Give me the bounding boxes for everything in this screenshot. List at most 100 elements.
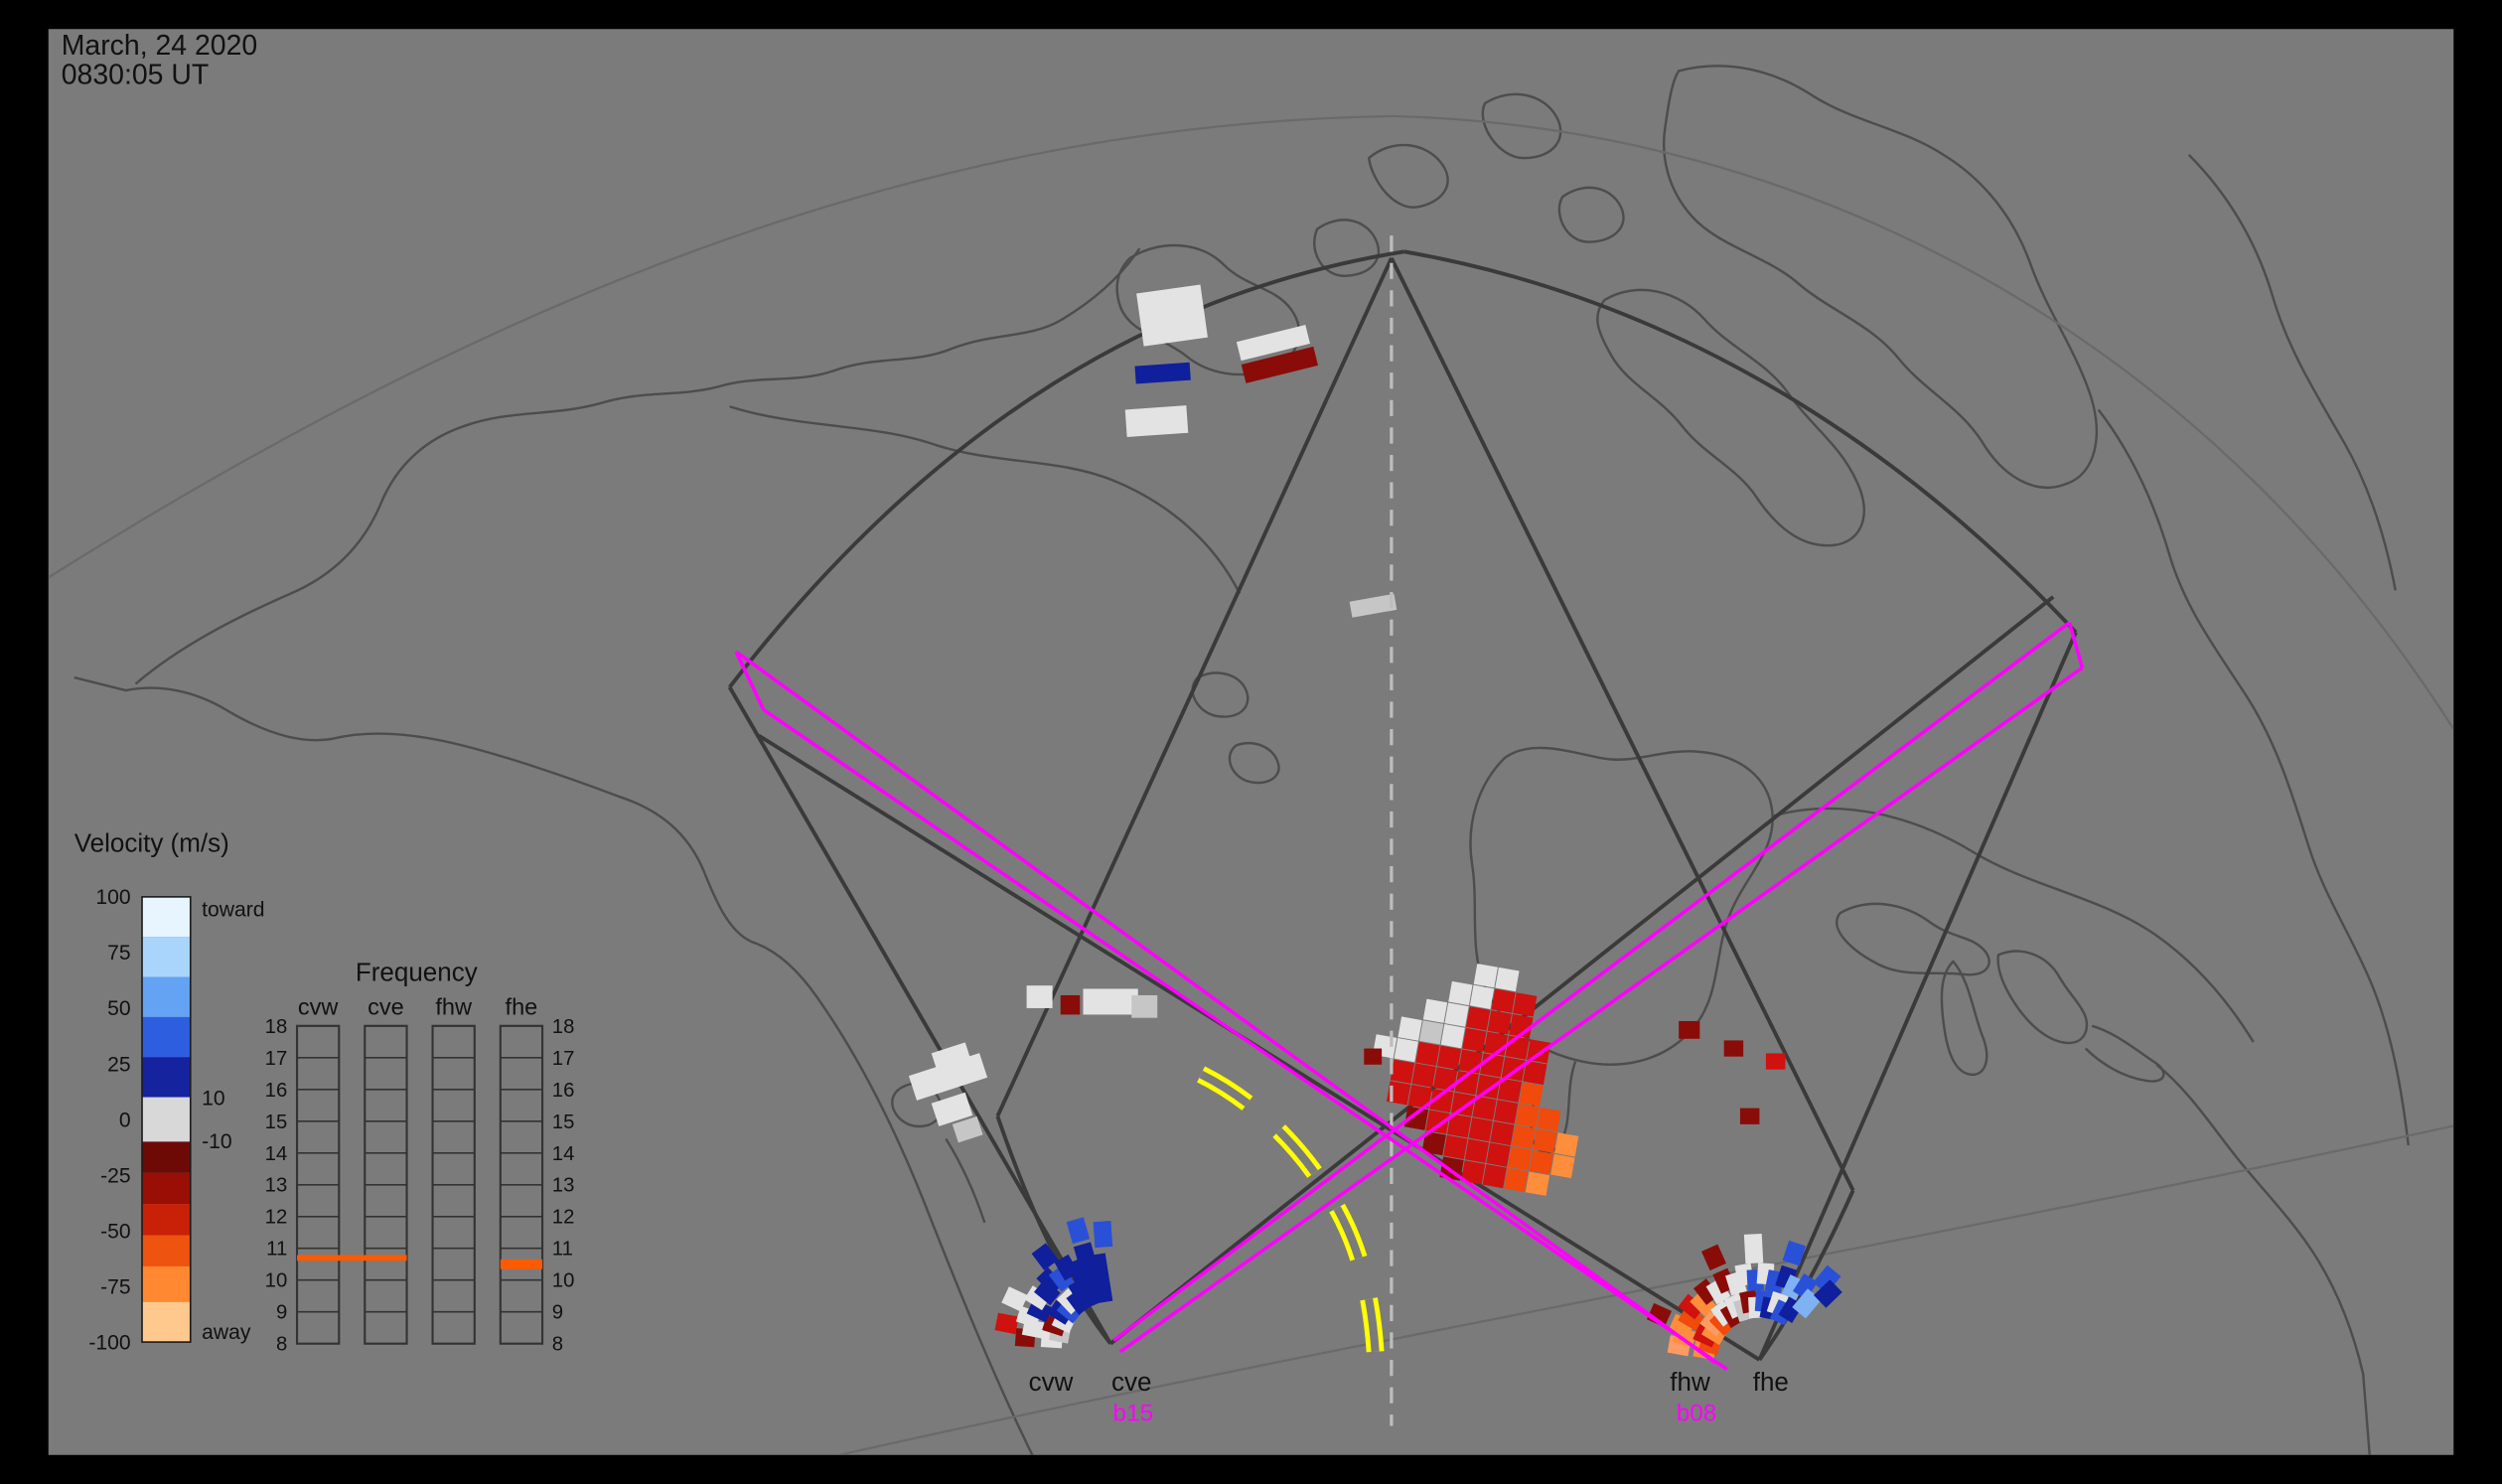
velocity-cell — [1415, 1041, 1440, 1067]
hudson-bay-path — [1469, 746, 1774, 1066]
velocity-cell — [1491, 988, 1516, 1013]
velocity-cell — [1464, 1138, 1490, 1163]
velocity-patch — [908, 1053, 988, 1101]
velocity-cell — [1550, 1153, 1575, 1179]
coastline-path — [74, 675, 1034, 1455]
velocity-patch — [1739, 1108, 1760, 1124]
frequency-panel-title: Frequency — [356, 957, 478, 986]
coastline-path — [2187, 154, 2397, 591]
frequency-scale-label-right: 14 — [552, 1143, 575, 1165]
frequency-column-box — [499, 1024, 544, 1345]
fan-fhw-fhe — [1646, 1233, 1842, 1361]
frequency-scale-label-right: 17 — [552, 1048, 575, 1070]
velocity-cell — [1394, 1038, 1418, 1063]
frequency-mark — [297, 1255, 407, 1261]
frequency-scale-label-left: 11 — [266, 1239, 287, 1261]
boundary-arc-inner — [1199, 1070, 1380, 1353]
coastline-path — [729, 405, 1242, 595]
colorbar-segment — [142, 1057, 191, 1098]
fan-cell — [1793, 1273, 1818, 1300]
velocity-cell — [1469, 984, 1495, 1009]
fan-cell — [1705, 1277, 1731, 1305]
frequency-scale-label-left: 10 — [265, 1270, 288, 1292]
great-lakes-path — [1836, 902, 1990, 976]
convection-boundary — [1197, 1066, 1385, 1353]
frequency-scale-label-right: 18 — [552, 1016, 575, 1038]
velocity-cell — [1523, 1060, 1547, 1086]
velocity-cell — [1513, 992, 1538, 1017]
velocity-cell — [1440, 1024, 1465, 1049]
fan-cell — [1646, 1302, 1673, 1328]
colorbar-segment — [142, 896, 191, 938]
fan-cell — [1034, 1279, 1061, 1306]
velocity-patch — [1765, 1053, 1786, 1070]
frequency-scale-label-left: 16 — [265, 1080, 288, 1102]
fan-cell — [1678, 1293, 1705, 1320]
velocity-cell — [1390, 1059, 1415, 1084]
beam-b15-outline — [1112, 621, 2085, 1354]
frequency-scale-label-right: 12 — [552, 1207, 575, 1229]
fov-edge — [1108, 595, 2055, 1346]
colorbar-segment — [142, 1204, 191, 1236]
colorbar-segment — [142, 1301, 191, 1343]
velocity-cell — [1504, 1167, 1529, 1193]
frequency-scale-label-left: 15 — [265, 1112, 288, 1133]
velocity-cell — [1448, 980, 1473, 1006]
date-label: March, 24 2020 — [62, 30, 257, 62]
colorbar-segment — [142, 1097, 191, 1142]
velocity-cell — [1490, 1120, 1515, 1146]
frequency-column-header: fhe — [506, 993, 538, 1019]
radar-label-fhe: fhe — [1753, 1367, 1789, 1397]
velocity-patch — [1083, 988, 1138, 1015]
radar-label-cve: cve — [1111, 1367, 1151, 1397]
lake-path — [1191, 671, 1250, 718]
time-label: 0830:05 UT — [62, 59, 210, 90]
velocity-cell — [1403, 1106, 1429, 1130]
velocity-tick-label: 100 — [95, 886, 130, 909]
colorbar-segment — [142, 937, 191, 977]
velocity-cell — [1411, 1063, 1436, 1088]
frequency-scale-label-right: 16 — [552, 1080, 575, 1102]
latitude-grid — [48, 114, 2454, 1455]
frequency-scale-label-right: 15 — [552, 1112, 575, 1133]
velocity-cell — [1466, 1006, 1491, 1031]
frequency-column-box — [295, 1024, 341, 1345]
frequency-column-box — [431, 1024, 476, 1345]
velocity-cell — [1419, 1020, 1444, 1045]
threshold-label-neg: -10 — [202, 1130, 232, 1153]
velocity-cell — [1533, 1128, 1557, 1153]
fan-cell — [1093, 1220, 1113, 1249]
velocity-patch — [931, 1092, 973, 1126]
velocity-patch — [1236, 324, 1310, 362]
frequency-scale-label-right: 11 — [552, 1239, 573, 1261]
fov-edge — [727, 685, 1112, 1345]
fan-cell — [1001, 1286, 1028, 1312]
colorbar-segment — [142, 976, 191, 1017]
fan-cell — [1782, 1240, 1807, 1266]
velocity-cell — [1425, 1110, 1450, 1134]
velocity-cell — [1486, 1142, 1511, 1167]
frequency-scale-label-right: 13 — [552, 1175, 575, 1197]
island-path — [1662, 65, 2098, 490]
velocity-cell — [1436, 1045, 1462, 1070]
frequency-column-header: fhw — [435, 993, 473, 1019]
latitude-circle — [48, 114, 2454, 730]
velocity-patch — [1679, 1020, 1700, 1039]
coastline-path — [1772, 807, 2255, 1043]
velocity-tick-label: 0 — [119, 1109, 131, 1131]
lake-path — [1228, 742, 1280, 785]
velocity-patch — [1124, 405, 1189, 438]
frequency-scale-label-left: 14 — [265, 1143, 288, 1165]
fan-cell — [1813, 1264, 1841, 1294]
velocity-cell-cluster — [1373, 964, 1579, 1196]
fan-cell — [1690, 1289, 1716, 1317]
colorbar-segment — [142, 1265, 191, 1302]
velocity-cell — [1398, 1016, 1422, 1041]
velocity-cell — [1407, 1085, 1432, 1110]
island-path — [1596, 288, 1865, 547]
frequency-column-header: cvw — [298, 993, 340, 1019]
fan-cell — [1048, 1264, 1075, 1292]
beam-b08-outline — [734, 650, 1728, 1372]
velocity-cell — [1487, 1010, 1512, 1035]
frequency-scale-label-right: 8 — [552, 1334, 563, 1356]
